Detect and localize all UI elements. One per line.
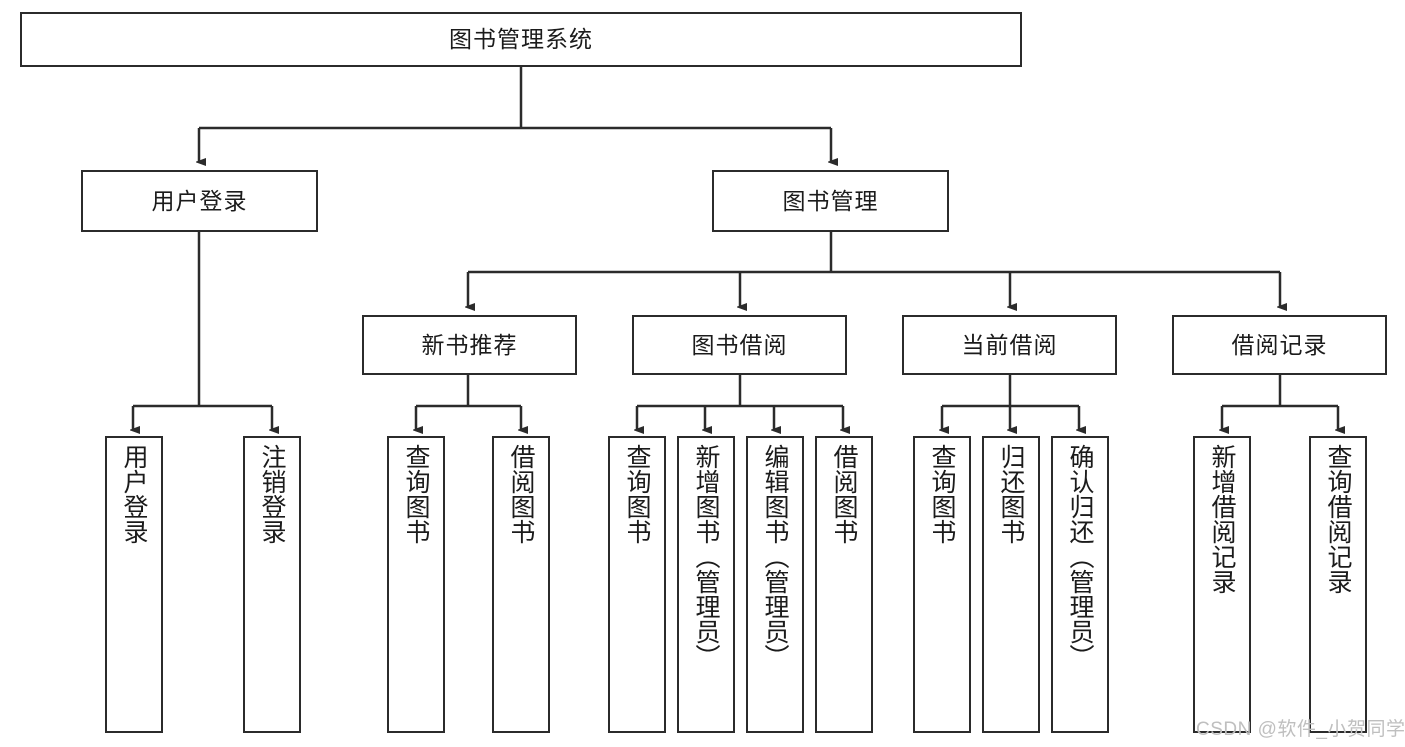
leaf-query-book-recommend-label: 查询图书 [402,444,430,544]
leaf-user-login[interactable]: 用户登录 [105,436,163,733]
leaf-add-borrow-record-label: 新增借阅记录 [1208,444,1236,594]
node-new-book-recommend-label: 新书推荐 [421,331,518,358]
leaf-return-book[interactable]: 归还图书 [982,436,1040,733]
node-book-borrow-label: 图书借阅 [691,331,788,358]
leaf-borrow-book-recommend-label: 借阅图书 [507,444,535,544]
leaf-query-book-borrow[interactable]: 查询图书 [608,436,666,733]
node-book-management[interactable]: 图书管理 [712,170,949,232]
leaf-logout[interactable]: 注销登录 [243,436,301,733]
leaf-query-book-recommend[interactable]: 查询图书 [387,436,445,733]
leaf-query-borrow-record-label: 查询借阅记录 [1324,444,1352,594]
node-borrow-record[interactable]: 借阅记录 [1172,315,1387,375]
leaf-query-book-borrow-label: 查询图书 [623,444,651,544]
node-user-login-label: 用户登录 [151,187,248,214]
leaf-add-book-admin-label: 新增图书（管理员） [692,444,720,669]
node-user-login[interactable]: 用户登录 [81,170,318,232]
leaf-edit-book-admin-label: 编辑图书（管理员） [761,444,789,669]
node-book-management-label: 图书管理 [782,187,879,214]
leaf-confirm-return-admin[interactable]: 确认归还（管理员） [1051,436,1109,733]
csdn-watermark: CSDN @软件_小贺同学 [1196,719,1405,740]
node-current-borrow-label: 当前借阅 [961,331,1058,358]
leaf-logout-label: 注销登录 [258,444,286,544]
node-root[interactable]: 图书管理系统 [20,12,1022,67]
node-book-borrow[interactable]: 图书借阅 [632,315,847,375]
node-root-label: 图书管理系统 [449,26,593,52]
node-new-book-recommend[interactable]: 新书推荐 [362,315,577,375]
node-current-borrow[interactable]: 当前借阅 [902,315,1117,375]
leaf-return-book-label: 归还图书 [997,444,1025,544]
leaf-user-login-label: 用户登录 [120,444,148,544]
leaf-query-book-current[interactable]: 查询图书 [913,436,971,733]
leaf-edit-book-admin[interactable]: 编辑图书（管理员） [746,436,804,733]
leaf-add-book-admin[interactable]: 新增图书（管理员） [677,436,735,733]
leaf-borrow-book[interactable]: 借阅图书 [815,436,873,733]
leaf-borrow-book-label: 借阅图书 [830,444,858,544]
node-borrow-record-label: 借阅记录 [1231,331,1328,358]
leaf-query-borrow-record[interactable]: 查询借阅记录 [1309,436,1367,733]
leaf-confirm-return-admin-label: 确认归还（管理员） [1066,444,1094,669]
leaf-add-borrow-record[interactable]: 新增借阅记录 [1193,436,1251,733]
leaf-query-book-current-label: 查询图书 [928,444,956,544]
leaf-borrow-book-recommend[interactable]: 借阅图书 [492,436,550,733]
